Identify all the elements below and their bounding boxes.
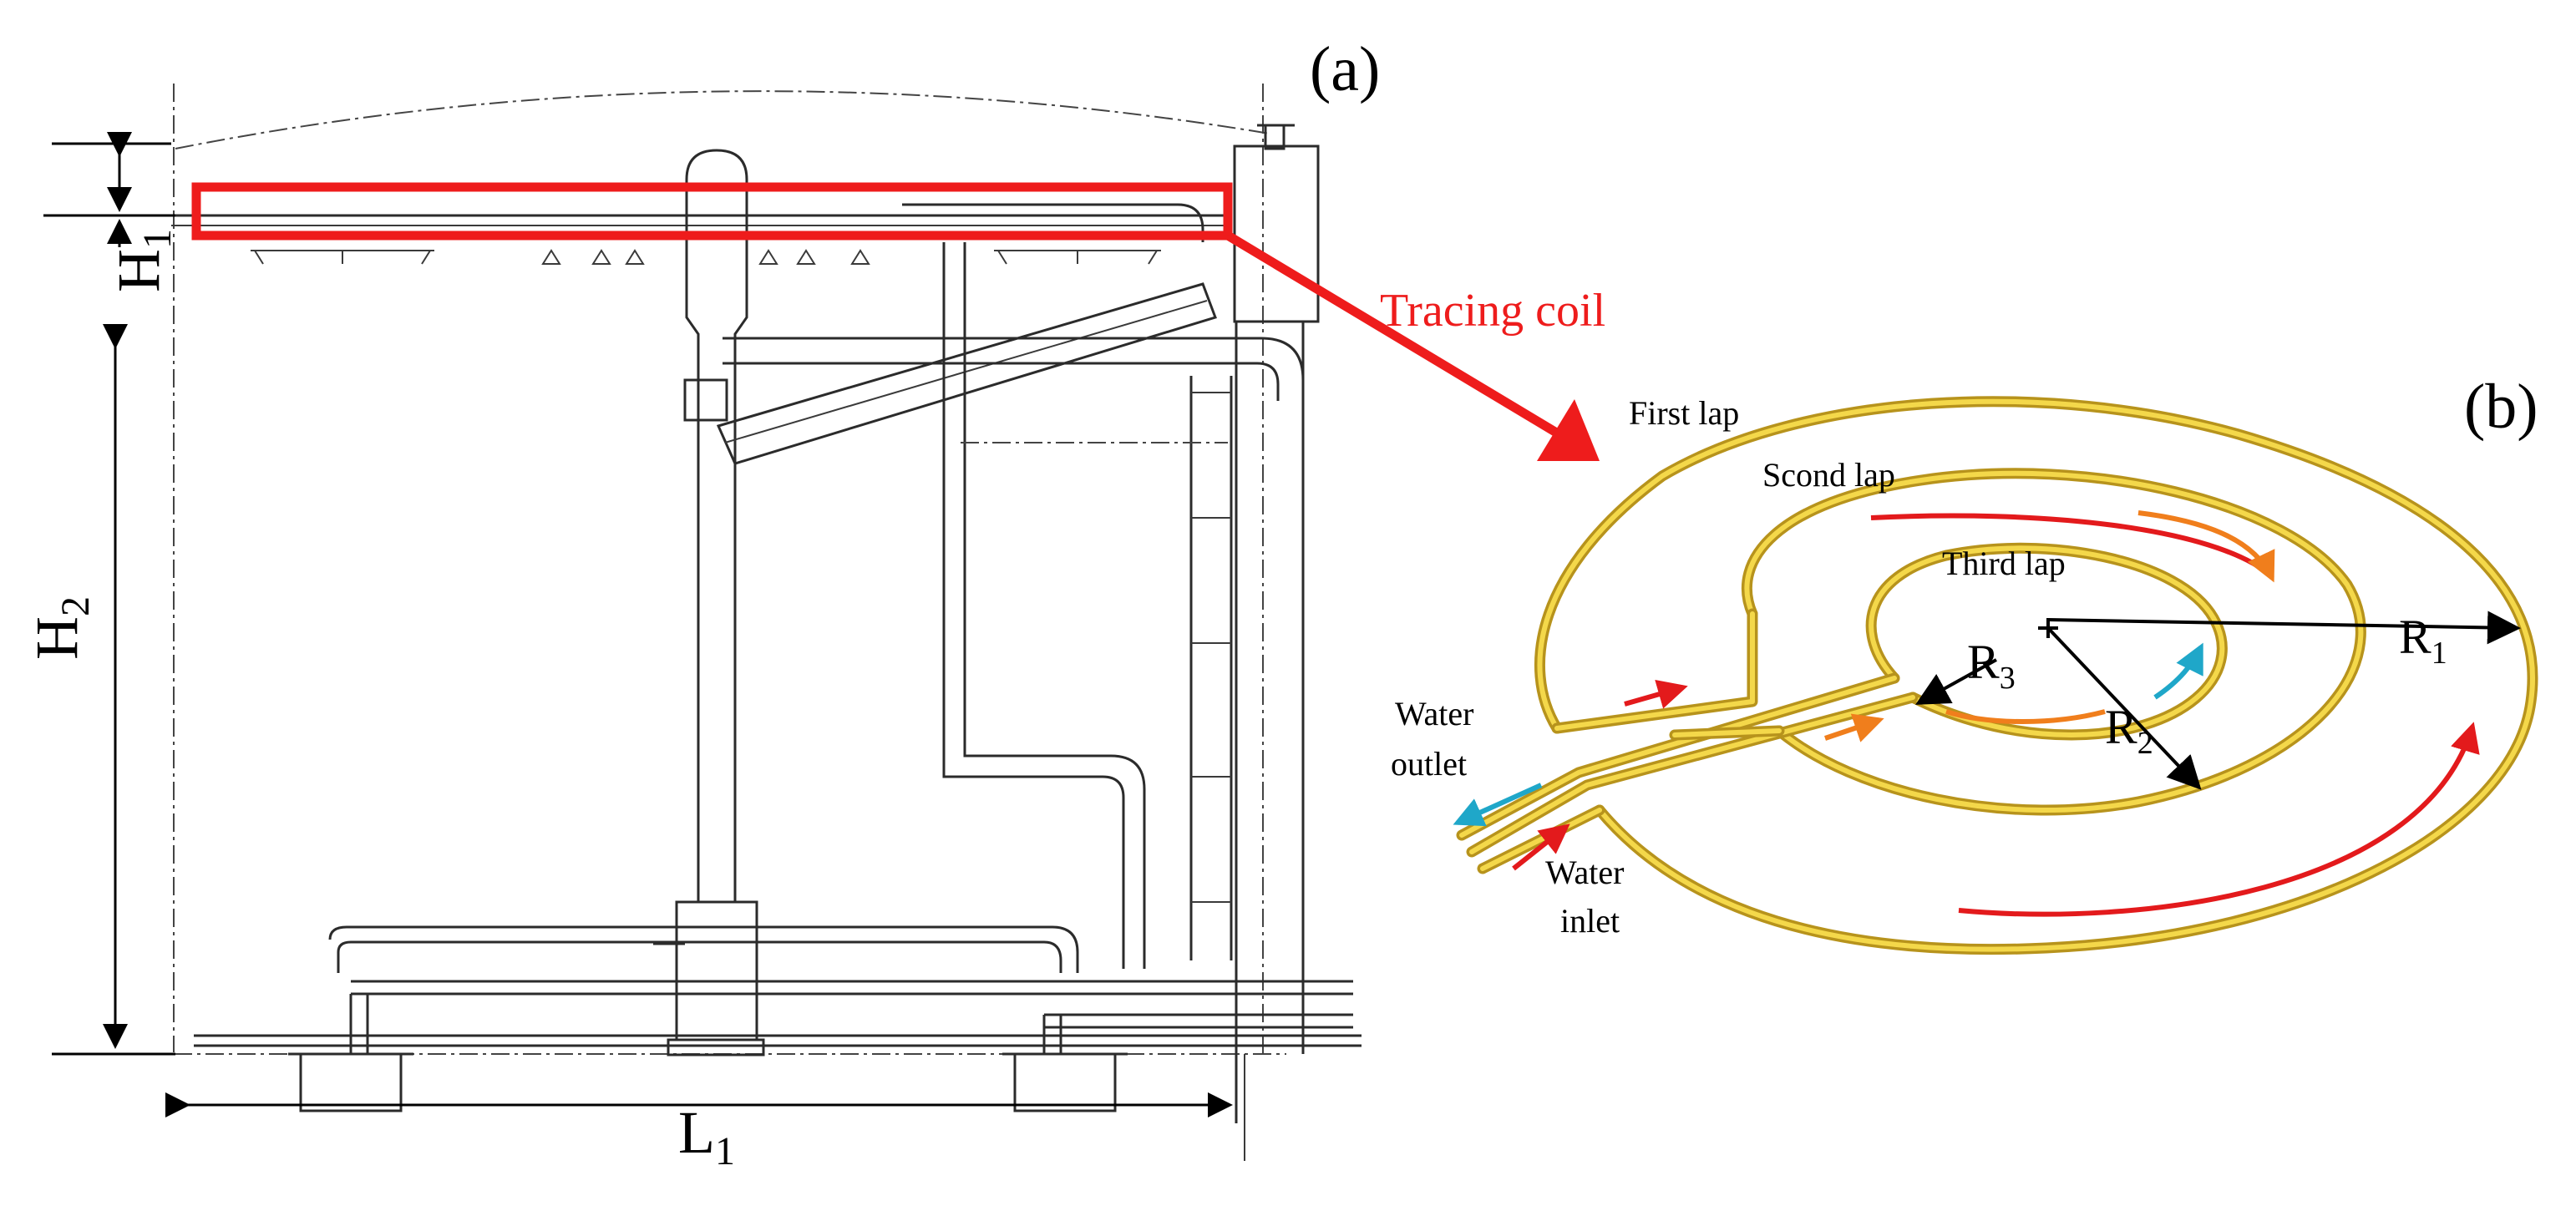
callout-arrow xyxy=(1225,231,1600,461)
lap-label-third: Third lap xyxy=(1942,545,2066,582)
lap-label-first: First lap xyxy=(1629,394,1739,432)
water-inlet-label: Water inlet xyxy=(1545,854,1633,940)
dimension-lines xyxy=(43,132,1233,1117)
radius-label-r2: R2 xyxy=(2105,700,2153,761)
lap-label-second: Scond lap xyxy=(1762,456,1895,494)
dimension-h2-label: H2 xyxy=(23,596,98,660)
radius-lines xyxy=(1915,611,2521,790)
radius-label-r1: R1 xyxy=(2399,610,2447,671)
tank-drawing xyxy=(171,84,1362,1161)
panel-a-label: (a) xyxy=(1310,34,1380,104)
callout-label: Tracing coil xyxy=(1380,285,1605,337)
radius-label-r3: R3 xyxy=(1967,635,2016,696)
tracing-coil-highlight-box xyxy=(191,182,1233,241)
panel-b-label: (b) xyxy=(2464,372,2538,442)
dimension-h1-label: H1 xyxy=(105,229,180,292)
flow-arrows xyxy=(1453,510,2480,917)
water-outlet-label: Water outlet xyxy=(1391,695,1483,783)
dimension-l1-label: L1 xyxy=(678,1099,735,1173)
